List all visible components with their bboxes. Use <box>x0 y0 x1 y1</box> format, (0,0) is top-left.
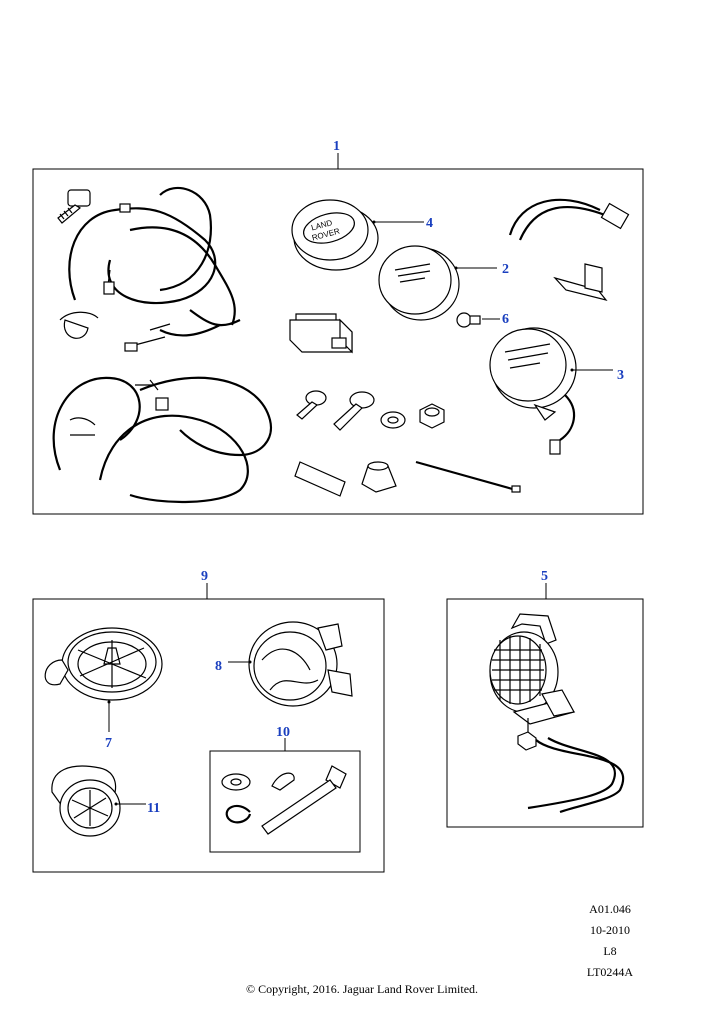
work-lamp-part-5 <box>489 613 625 814</box>
badge-part-4: LAND ROVER <box>291 199 424 271</box>
callout-8[interactable]: 8 <box>215 659 222 674</box>
small-parts-group <box>294 460 521 497</box>
kit-9-group: 9 7 8 <box>32 569 385 873</box>
kit-10-frame <box>209 750 361 853</box>
ref-date: 10-2010 <box>590 923 630 937</box>
switch-part <box>289 313 353 354</box>
kit-5-frame <box>446 598 644 828</box>
callout-6[interactable]: 6 <box>502 312 509 327</box>
callout-10[interactable]: 10 <box>276 725 290 740</box>
copyright-text: © Copyright, 2016. Jaguar Land Rover Lim… <box>245 982 479 996</box>
lamp-part-11 <box>51 765 146 837</box>
wiring-harness-secondary <box>52 376 273 504</box>
ref-code: A01.046 <box>589 902 631 916</box>
lamp-part-3 <box>489 327 613 455</box>
fasteners-group <box>296 390 445 431</box>
lamp-part-7 <box>44 627 163 732</box>
bracket-part <box>553 263 608 302</box>
callout-9[interactable]: 9 <box>201 569 208 584</box>
callout-5[interactable]: 5 <box>541 569 548 584</box>
wiring-harness-main <box>59 186 241 352</box>
bulb-part-6 <box>456 312 500 328</box>
callout-7[interactable]: 7 <box>105 736 112 751</box>
kit-9-frame <box>32 598 385 873</box>
lamp-cover-part-2 <box>378 245 497 321</box>
harness-part-top-right <box>508 198 630 241</box>
lamp-part-8 <box>228 621 353 707</box>
callout-2[interactable]: 2 <box>502 262 509 277</box>
kit-1-group: 1 LAND ROVER <box>32 139 644 515</box>
callout-3[interactable]: 3 <box>617 368 624 383</box>
callout-1[interactable]: 1 <box>333 139 340 154</box>
ref-illustration: LT0244A <box>586 965 634 979</box>
kit-5-group: 5 <box>446 569 644 828</box>
kit-10-group: 10 <box>209 725 361 853</box>
callout-11[interactable]: 11 <box>147 801 160 816</box>
callout-4[interactable]: 4 <box>426 216 433 231</box>
bolt-part <box>57 189 91 224</box>
ref-level: L8 <box>603 944 617 958</box>
